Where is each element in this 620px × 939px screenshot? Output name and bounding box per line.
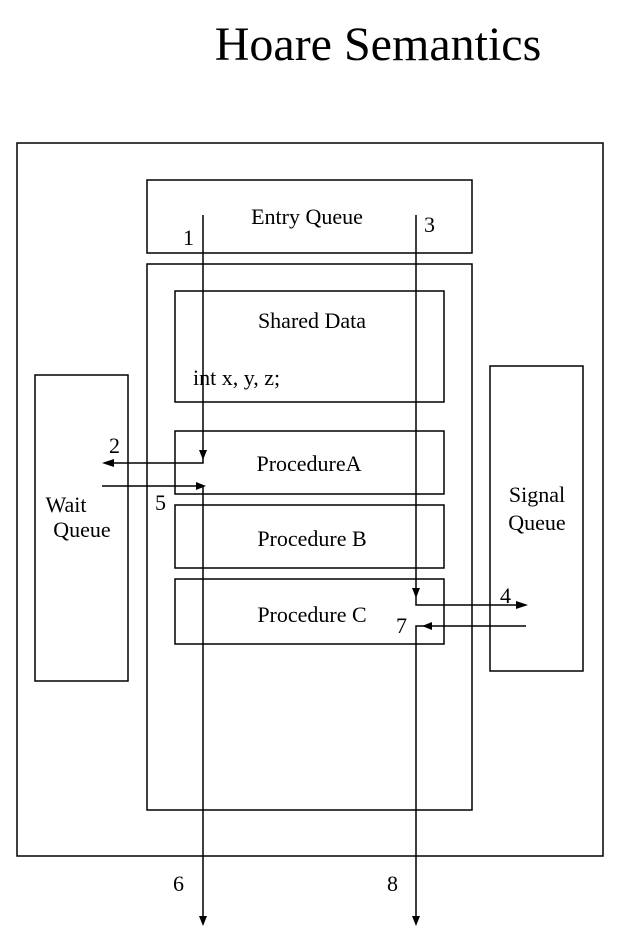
step-1-label: 1 (183, 225, 194, 250)
arrowhead-path-8 (412, 916, 420, 926)
procedure-c-label: Procedure C (257, 602, 366, 627)
arrowhead-path-4 (516, 601, 528, 609)
shared-data-code: int x, y, z; (193, 365, 280, 390)
path-7-8-wire (415, 625, 526, 918)
step-8-label: 8 (387, 871, 398, 896)
step-4-label: 4 (500, 583, 511, 608)
signal-queue-label-line2: Queue (508, 510, 565, 535)
wait-queue-box (34, 374, 129, 682)
diagram-title: Hoare Semantics (215, 18, 542, 71)
arrowhead-path-6 (199, 916, 207, 926)
procedure-b-label: Procedure B (257, 526, 366, 551)
entry-queue-box (146, 179, 473, 254)
signal-queue-box (489, 365, 584, 672)
signal-queue-label-line1: Signal (509, 482, 565, 507)
arrowhead-path-1 (199, 450, 207, 460)
monitor-body-box (146, 263, 473, 811)
procedure-a-label: ProcedureA (256, 451, 361, 476)
shared-data-box (174, 290, 445, 403)
path-5-6-wire (102, 485, 204, 918)
path-1-2-wire (112, 215, 204, 464)
monitor-outer-box (16, 142, 604, 857)
path-3-4-wire (415, 215, 526, 606)
step-3-label: 3 (424, 212, 435, 237)
procedure-c-box (174, 578, 445, 645)
arrowhead-path-2 (102, 459, 114, 467)
wait-queue-label-line1: Wait (46, 492, 87, 517)
procedure-b-box (174, 504, 445, 569)
arrowhead-path-3 (412, 588, 420, 598)
shared-data-label: Shared Data (258, 308, 366, 333)
entry-queue-label: Entry Queue (251, 204, 363, 229)
step-6-label: 6 (173, 871, 184, 896)
arrowhead-path-7 (422, 622, 432, 630)
step-7-label: 7 (396, 613, 407, 638)
step-5-label: 5 (155, 490, 166, 515)
arrowhead-path-5 (196, 482, 206, 490)
step-2-label: 2 (109, 433, 120, 458)
wait-queue-label-line2: Queue (53, 517, 110, 542)
